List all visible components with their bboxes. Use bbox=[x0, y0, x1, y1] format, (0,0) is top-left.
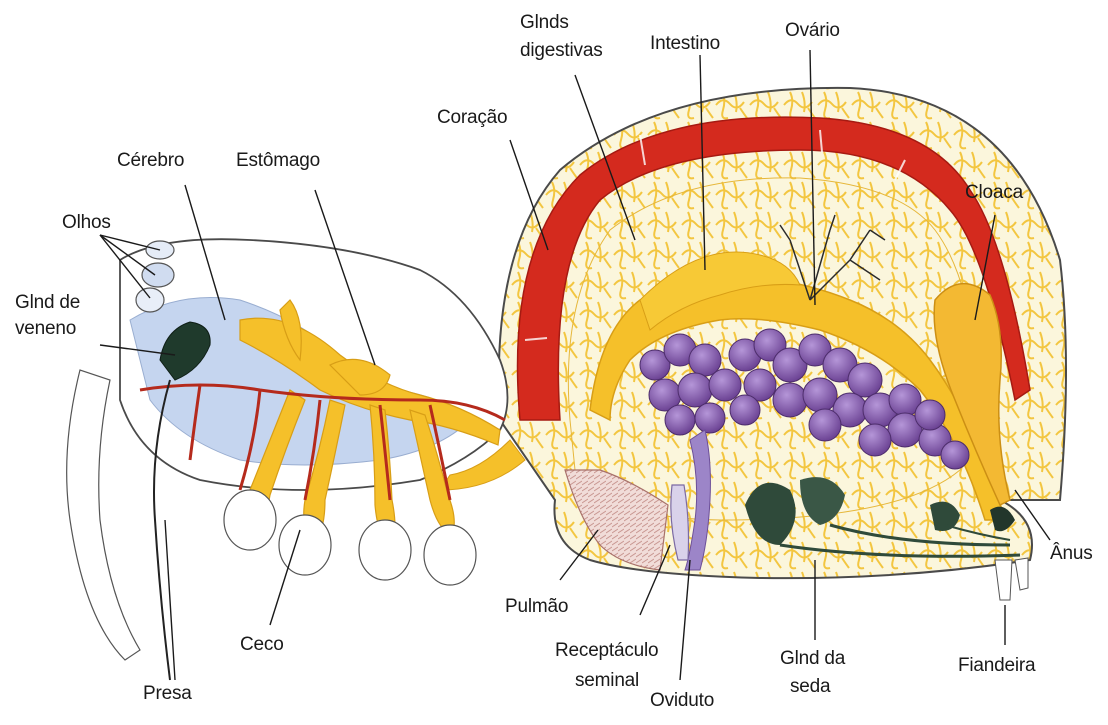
label-heart: Coração bbox=[437, 107, 507, 129]
label-oviduct: Oviduto bbox=[650, 690, 714, 712]
label-lung: Pulmão bbox=[505, 596, 568, 618]
label-stomach: Estômago bbox=[236, 150, 320, 172]
cephalothorax bbox=[67, 239, 508, 680]
label-ovary: Ovário bbox=[785, 20, 840, 42]
label-cloaca: Cloaca bbox=[965, 182, 1023, 204]
abdomen bbox=[499, 88, 1066, 600]
label-silk-gland-line2: seda bbox=[790, 676, 830, 698]
label-brain: Cérebro bbox=[117, 150, 184, 172]
label-seminal-receptacle-line1: Receptáculo bbox=[555, 640, 658, 662]
label-intestine: Intestino bbox=[650, 33, 720, 55]
label-eyes: Olhos bbox=[62, 212, 111, 234]
label-seminal-receptacle-line2: seminal bbox=[575, 670, 639, 692]
label-silk-gland-line1: Glnd da bbox=[780, 648, 845, 670]
label-digestive-glands-line1: Glnds bbox=[520, 12, 569, 34]
label-venom-gland-line2: veneno bbox=[15, 318, 76, 340]
label-prey: Presa bbox=[143, 683, 192, 705]
label-digestive-glands-line2: digestivas bbox=[520, 40, 603, 62]
label-caecum: Ceco bbox=[240, 634, 284, 656]
label-anus: Ânus bbox=[1050, 543, 1093, 565]
spinnerets bbox=[995, 558, 1028, 600]
label-venom-gland-line1: Glnd de bbox=[15, 292, 80, 314]
label-spinneret: Fiandeira bbox=[958, 655, 1035, 677]
